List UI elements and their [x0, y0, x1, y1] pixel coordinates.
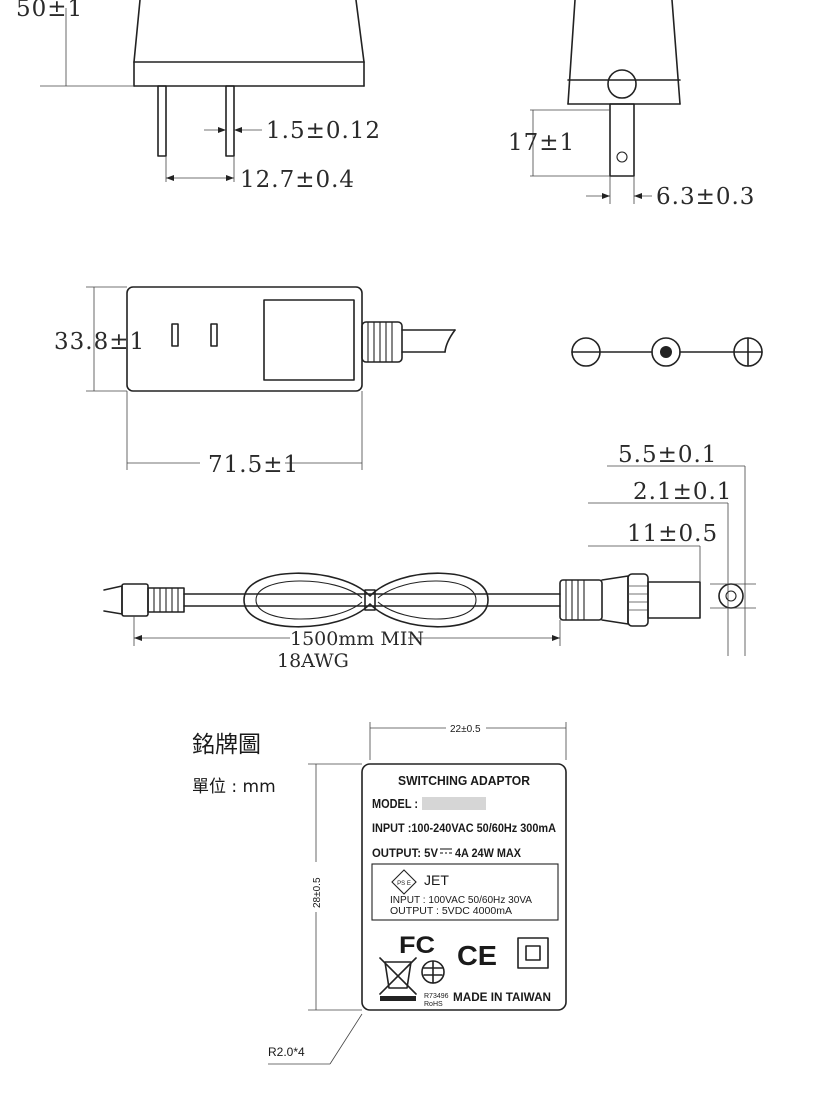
cable-tie	[364, 589, 376, 611]
output-rating: 4A 24W MAX	[455, 846, 521, 860]
model-value-redacted	[422, 797, 486, 810]
pin-spacing-dimension: 12.7±0.4	[240, 167, 355, 193]
pin-length-dimension: 17±1	[508, 130, 575, 156]
outer-diameter-dimension: 5.5±0.1	[618, 442, 717, 468]
fcc-logo: FC	[399, 932, 435, 959]
unit-label: 單位 : mm	[192, 777, 276, 797]
cable-coil	[243, 572, 489, 628]
side-hole-circle	[607, 69, 637, 99]
jet-output: OUTPUT : 5VDC 4000mA	[390, 906, 512, 917]
slot-right	[210, 323, 218, 347]
side-pin	[609, 103, 635, 177]
nameplate-section: 銘牌圖 單位 : mm 22±0.5 28±0.5 R2.0*4 SWITCHI…	[192, 722, 567, 1065]
barrel-length-dimension: 11±0.5	[627, 521, 718, 547]
input-rating: INPUT :100-240VAC 50/60Hz 300mA	[372, 821, 556, 835]
dc-barrel	[647, 581, 701, 619]
nameplate-height-dimension: 28±0.5	[312, 877, 323, 908]
rohs-code: R73496	[424, 993, 449, 1000]
nameplate-outline	[361, 763, 567, 1011]
top-view: 33.8±1 71.5±1	[54, 286, 456, 478]
pse-diamond-icon	[391, 869, 417, 895]
nameplate-title: SWITCHING ADAPTOR	[398, 773, 531, 788]
slot-left	[171, 323, 179, 347]
dc-plug-strain-relief	[559, 579, 603, 621]
polarity-symbol	[571, 337, 763, 367]
front-view: 50±1 1.5±0.12 12.7±0.4	[16, 0, 381, 193]
front-pin-left	[157, 85, 167, 157]
body-length-dimension: 71.5±1	[208, 452, 299, 478]
jet-label: JET	[424, 872, 449, 888]
cable-gauge-label: 18AWG	[277, 650, 349, 672]
model-label: MODEL :	[372, 796, 418, 811]
bsmi-mark-icon	[421, 960, 445, 984]
inner-diameter-dimension: 2.1±0.1	[633, 479, 732, 505]
side-view: 17±1 6.3±0.3	[508, 0, 755, 210]
dc-plug-grip	[627, 573, 649, 627]
weee-bin-icon	[379, 957, 417, 1001]
jet-input: INPUT : 100VAC 50/60Hz 30VA	[390, 895, 532, 906]
ce-logo: CE	[457, 940, 497, 971]
plug-height-dimension: 50±1	[16, 0, 83, 22]
cable-length-dimension: 1500mm MIN	[290, 628, 424, 650]
made-in-label: MADE IN TAIWAN	[453, 990, 551, 1004]
barrel-end-view	[718, 583, 744, 609]
double-insulation-icon	[517, 937, 549, 969]
adapter-body-outline	[126, 286, 363, 392]
pse-mark: PS E	[397, 881, 411, 887]
front-pin-right	[225, 85, 235, 157]
pin-width-dimension: 6.3±0.3	[656, 184, 755, 210]
rohs-label: RoHS	[424, 1001, 443, 1008]
nameplate-heading: 銘牌圖	[192, 732, 261, 758]
corner-radius-label: R2.0*4	[268, 1045, 305, 1059]
strain-relief	[361, 321, 403, 363]
pin-thickness-dimension: 1.5±0.12	[266, 118, 381, 144]
cable-view: 5.5±0.1 2.1±0.1 11±0.5 1500mm MIN 18AWG	[103, 442, 756, 672]
output-label: OUTPUT: 5V	[372, 846, 438, 860]
body-height-dimension: 33.8±1	[54, 329, 145, 355]
nameplate-width-dimension: 22±0.5	[450, 724, 481, 735]
label-area	[263, 299, 355, 381]
jet-box	[371, 863, 559, 921]
dc-symbol-icon	[440, 848, 452, 854]
